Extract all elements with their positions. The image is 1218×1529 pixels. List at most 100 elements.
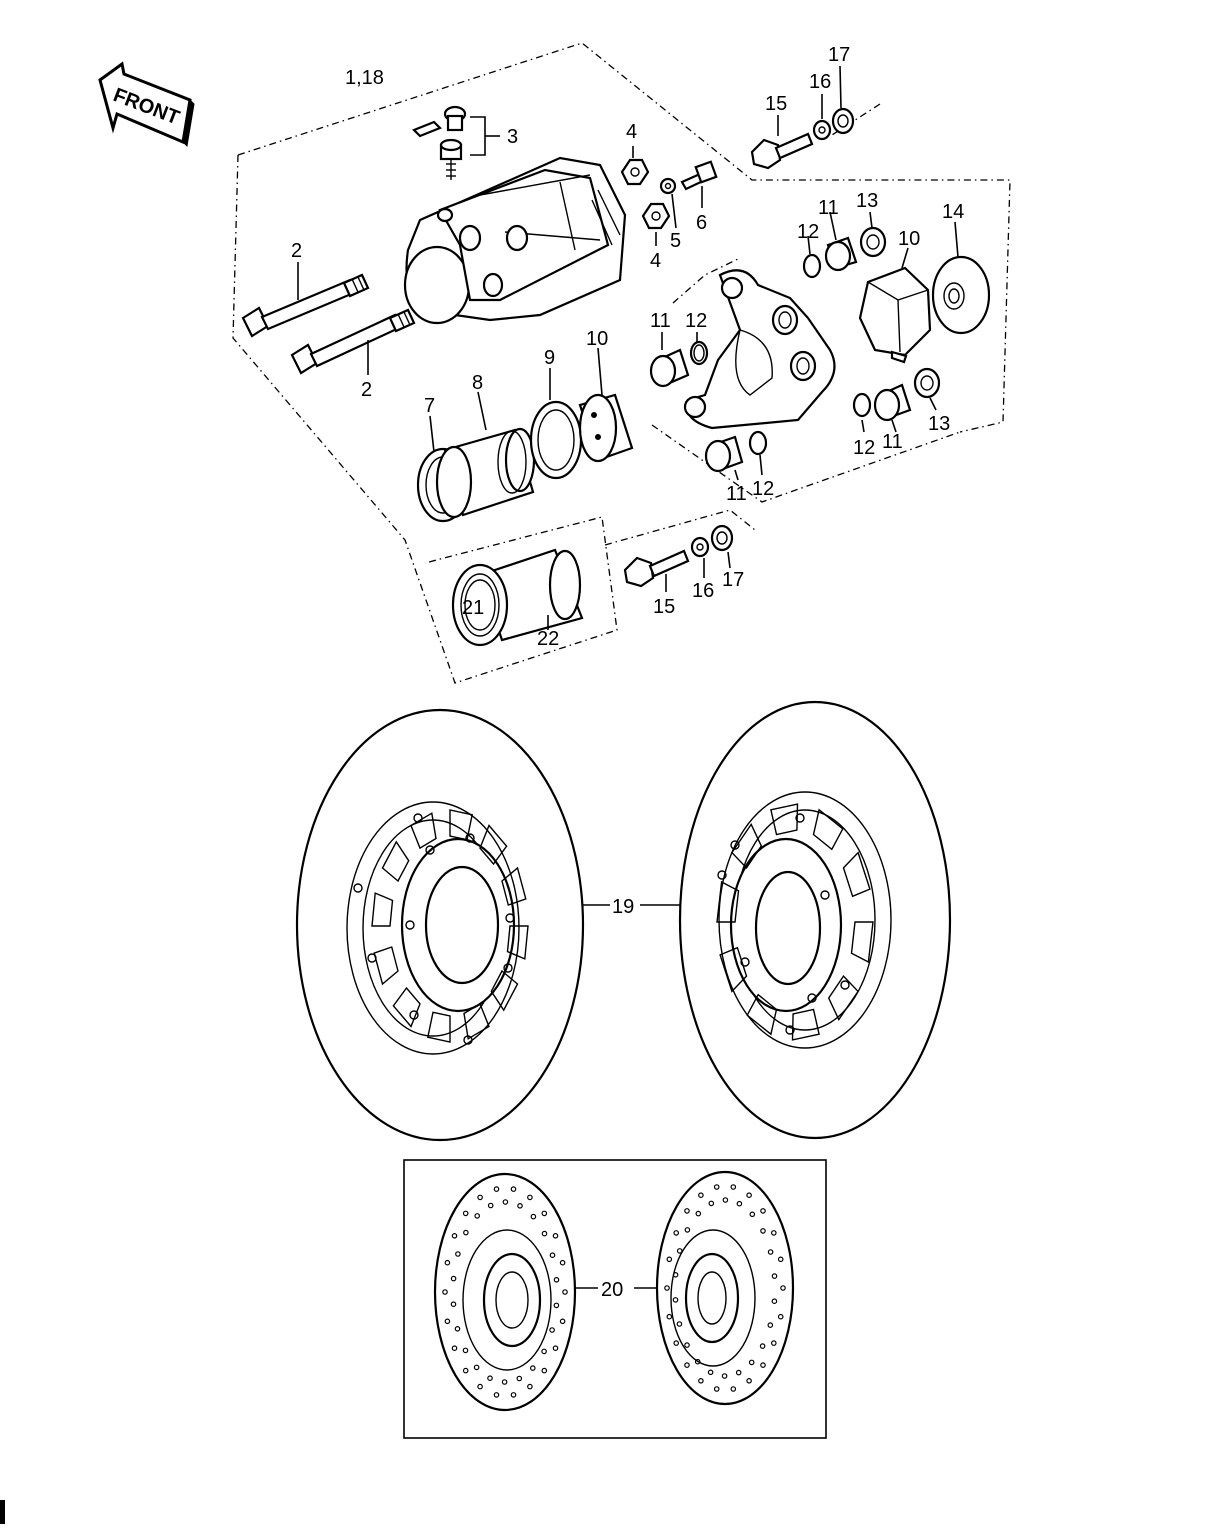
washer-13-lower	[913, 367, 941, 399]
disc-slot	[827, 974, 859, 1022]
callout-12-c: 12	[853, 437, 875, 459]
disc-slot	[506, 925, 529, 960]
drill-hole	[722, 1197, 729, 1203]
callout-2-upper: 2	[291, 240, 302, 262]
drill-hole	[664, 1285, 670, 1291]
callout-11-c: 11	[882, 431, 903, 453]
drill-hole	[493, 1186, 500, 1192]
drill-hole	[708, 1200, 715, 1207]
mounting-bolt-lower	[290, 308, 416, 375]
drill-hole	[676, 1248, 683, 1254]
disc-slot	[449, 809, 474, 841]
callout-2-lower: 2	[361, 379, 372, 401]
drill-hole	[454, 1326, 461, 1332]
drill-hole	[748, 1359, 755, 1366]
callout-15-upper: 15	[765, 93, 787, 115]
drill-hole	[562, 1289, 568, 1295]
disc-slot	[850, 921, 874, 964]
drill-hole	[676, 1321, 683, 1327]
disc-slot	[410, 812, 437, 850]
callout-4-upper: 4	[626, 121, 637, 143]
lock-washer-lower	[690, 536, 710, 558]
callout-21: 21	[462, 597, 484, 619]
disc-slot	[381, 840, 410, 883]
drill-hole	[549, 1252, 556, 1259]
drill-hole	[553, 1302, 560, 1309]
drill-hole	[698, 1378, 704, 1384]
drill-hole	[736, 1200, 743, 1207]
seal-d	[748, 430, 768, 456]
bushing-d	[704, 435, 744, 473]
callout-17-upper: 17	[828, 44, 850, 66]
disc-slot	[490, 969, 519, 1012]
drill-hole	[451, 1233, 458, 1239]
piston	[435, 427, 536, 519]
screw	[680, 160, 718, 191]
drill-hole	[517, 1203, 523, 1209]
seal-b	[802, 253, 822, 279]
disc-slot	[812, 808, 844, 851]
piston-alt	[451, 548, 584, 647]
callout-11-a: 11	[650, 310, 671, 332]
brake-disc-right	[678, 700, 952, 1140]
front-arrow-icon: FRONT	[98, 61, 195, 148]
drill-hole	[541, 1348, 547, 1355]
drill-hole	[549, 1327, 555, 1333]
caliper-bracket	[683, 269, 836, 430]
drill-hole	[771, 1298, 778, 1305]
callout-22: 22	[537, 628, 559, 650]
callout-11-b: 11	[818, 197, 839, 219]
drill-hole	[684, 1342, 690, 1348]
bushing-a	[649, 348, 690, 388]
caliper-assembly-boundary	[232, 42, 1011, 684]
drill-hole	[462, 1367, 469, 1374]
pad-cap	[578, 393, 634, 463]
disc-slot	[770, 803, 799, 836]
bracket-assembly-boundary	[604, 257, 961, 546]
drill-hole	[462, 1347, 469, 1354]
drill-hole	[444, 1318, 451, 1325]
drill-hole	[672, 1272, 679, 1278]
drill-hole	[450, 1301, 457, 1308]
callout-9: 9	[544, 347, 555, 369]
drill-hole	[730, 1386, 737, 1392]
piston-seal	[529, 400, 583, 480]
drill-hole	[559, 1259, 566, 1266]
drill-hole	[444, 1259, 451, 1266]
callout-3: 3	[507, 126, 518, 148]
callout-1-18: 1,18	[345, 67, 384, 89]
drill-hole	[510, 1186, 517, 1192]
drill-hole	[541, 1230, 548, 1237]
disc-slot	[501, 866, 527, 906]
callout-16-upper: 16	[809, 71, 831, 93]
disc-slot	[716, 880, 740, 923]
drill-hole	[477, 1383, 483, 1390]
drill-hole	[695, 1210, 702, 1217]
nut-lower	[641, 202, 671, 230]
drill-hole	[760, 1362, 766, 1368]
washer-upper-right	[831, 107, 855, 135]
callout-15-lower: 15	[653, 596, 675, 618]
disc-slot	[746, 993, 778, 1036]
drill-hole	[666, 1313, 673, 1320]
drill-hole	[713, 1386, 720, 1392]
callout-16-lower: 16	[692, 580, 714, 602]
drill-hole	[502, 1199, 509, 1205]
drill-hole	[672, 1297, 679, 1303]
drilled-disc-left	[433, 1172, 577, 1412]
drill-hole	[474, 1213, 481, 1219]
callout-labels: 1,18 2 2 3 4 4 5 6 7 8 9 10 10 11 11 11 …	[291, 44, 964, 1301]
edge-mark	[0, 1500, 5, 1524]
drill-hole	[451, 1345, 458, 1352]
drill-hole	[553, 1277, 560, 1283]
drill-hole	[463, 1229, 469, 1236]
drill-hole	[487, 1375, 493, 1382]
drill-hole	[673, 1340, 680, 1346]
drill-hole	[530, 1213, 537, 1220]
callout-13-lower: 13	[928, 413, 950, 435]
drill-hole	[529, 1365, 536, 1371]
disc-slot	[719, 946, 748, 993]
seal-c	[852, 392, 872, 418]
seal-a	[689, 340, 709, 366]
bolt-upper-right	[750, 132, 814, 170]
